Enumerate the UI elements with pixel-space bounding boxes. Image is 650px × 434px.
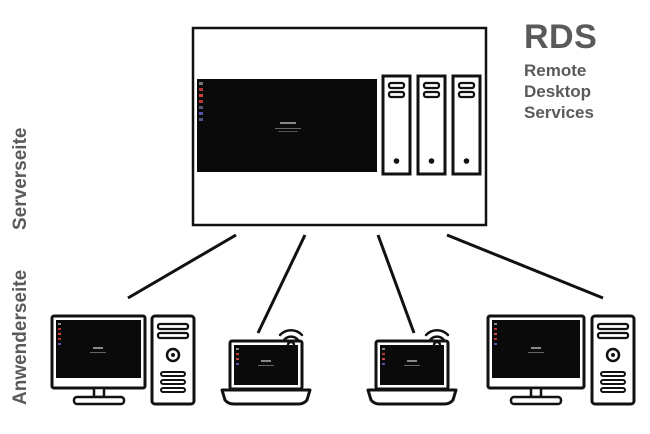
wifi-icon xyxy=(278,328,304,347)
rds-title: RDS xyxy=(524,18,598,56)
client-side-label: Anwenderseite xyxy=(10,269,31,405)
server-desktop-screen xyxy=(197,79,377,172)
desktop-monitor-icon xyxy=(50,314,147,406)
client-laptop-left xyxy=(220,328,312,406)
server-rack-icon xyxy=(451,74,482,176)
server-rack-icon xyxy=(381,74,412,176)
client-desktop-right xyxy=(486,314,636,406)
server-rack-icon xyxy=(416,74,447,176)
desktop-tower-icon xyxy=(590,314,636,406)
server-side-label: Serverseite xyxy=(10,127,31,230)
desktop-tower-icon xyxy=(150,314,196,406)
client-laptop-right xyxy=(366,328,458,406)
wifi-icon xyxy=(424,328,450,347)
rds-subtitle-text: Remote Desktop Services xyxy=(524,61,594,122)
server-box xyxy=(191,26,488,227)
desktop-monitor-icon xyxy=(486,314,586,406)
rds-subtitle: Remote Desktop Services xyxy=(524,60,604,123)
connection-line xyxy=(446,233,604,300)
connection-lines xyxy=(127,233,604,334)
client-desktop-left xyxy=(50,314,196,406)
laptop-icon xyxy=(366,339,458,406)
connection-line xyxy=(256,234,307,334)
laptop-icon xyxy=(220,339,312,406)
connection-line xyxy=(376,234,416,334)
connection-line xyxy=(127,233,237,300)
